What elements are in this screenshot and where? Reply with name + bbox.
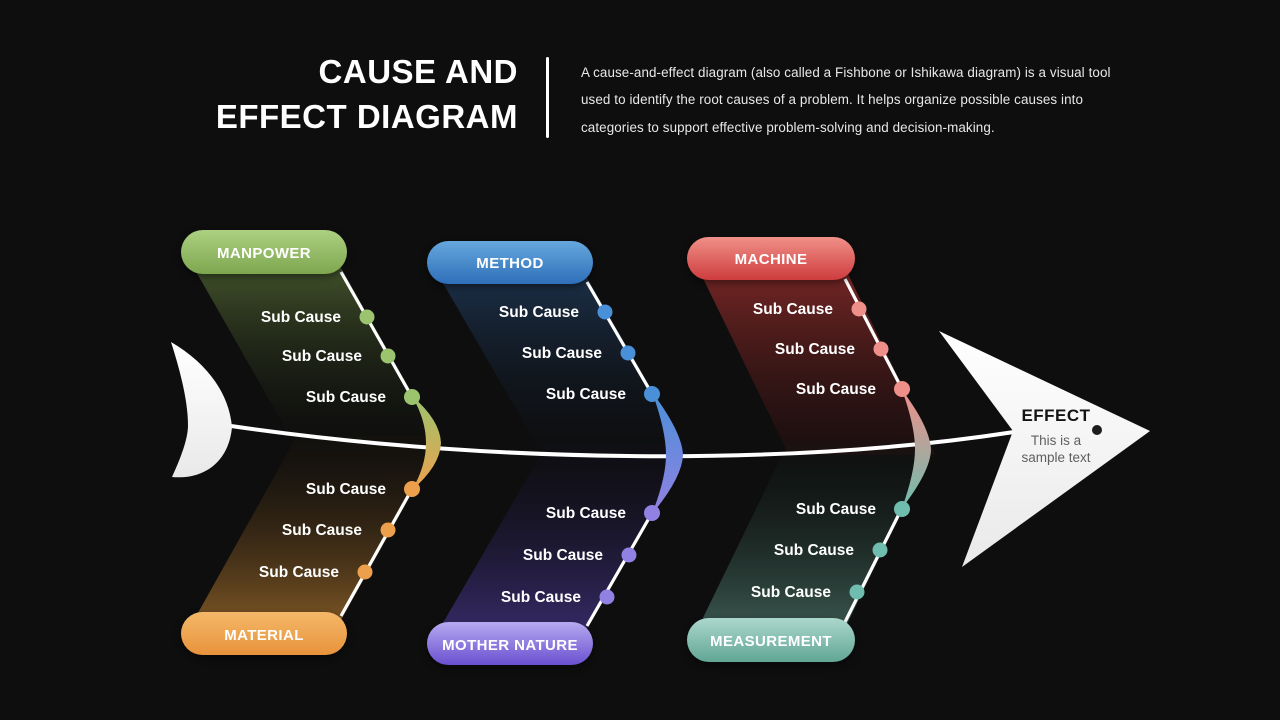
sub-cause-dot (894, 501, 910, 517)
machine-area (700, 272, 936, 455)
category-pill-material: MATERIAL (181, 612, 347, 655)
sub-cause-dot (620, 345, 636, 361)
machine-bone (843, 278, 904, 390)
sub-cause-dot (380, 348, 396, 364)
category-pill-label: MEASUREMENT (710, 633, 832, 650)
sub-cause-dot (849, 584, 865, 600)
sub-cause-label: Sub Cause (306, 481, 386, 498)
category-pill-method: METHOD (427, 241, 593, 284)
junction-connector-right (902, 390, 931, 508)
sub-cause-label: Sub Cause (499, 304, 579, 321)
sub-cause-dot (894, 381, 910, 397)
sub-cause-dot (851, 301, 867, 317)
measurement-sub-labels: Sub Cause Sub Cause Sub Cause (751, 501, 876, 601)
sub-cause-label: Sub Cause (306, 389, 386, 406)
sub-cause-dot (404, 481, 420, 497)
junction-connector-center (652, 392, 683, 514)
sub-cause-dot (404, 389, 420, 405)
mother-nature-area (440, 444, 694, 628)
sub-cause-label: Sub Cause (523, 547, 603, 564)
material-sub-labels: Sub Cause Sub Cause Sub Cause (259, 481, 386, 581)
category-pill-label: MATERIAL (224, 627, 304, 644)
measurement-area (700, 441, 936, 624)
category-pill-measurement: MEASUREMENT (687, 618, 855, 662)
sub-cause-label: Sub Cause (796, 381, 876, 398)
fish-tail (171, 342, 232, 478)
sub-cause-dot (644, 505, 660, 521)
material-dots (357, 481, 420, 580)
category-pill-mother-nature: MOTHER NATURE (427, 622, 593, 665)
page-title-line1: CAUSE AND (318, 53, 518, 90)
sub-cause-dot (644, 386, 660, 402)
sub-cause-label: Sub Cause (753, 301, 833, 318)
sub-cause-label: Sub Cause (259, 564, 339, 581)
material-area (194, 436, 444, 620)
manpower-bone (339, 271, 414, 398)
effect-note-line1: This is a (1031, 433, 1082, 448)
effect-note-line2: sample text (1021, 450, 1090, 465)
sub-cause-label: Sub Cause (775, 341, 855, 358)
method-bone (585, 281, 654, 395)
measurement-bone (843, 507, 904, 623)
sub-cause-label: Sub Cause (261, 309, 341, 326)
mother-nature-sub-labels: Sub Cause Sub Cause Sub Cause (501, 505, 626, 606)
sub-cause-dot (621, 547, 637, 563)
effect-label: EFFECT (1021, 406, 1090, 425)
category-pill-label: METHOD (476, 255, 543, 272)
sub-cause-label: Sub Cause (501, 589, 581, 606)
sub-cause-label: Sub Cause (774, 542, 854, 559)
method-area (440, 278, 694, 462)
mother-nature-dots (599, 505, 660, 605)
measurement-dots (849, 501, 910, 600)
method-sub-labels: Sub Cause Sub Cause Sub Cause (499, 304, 626, 403)
category-pill-label: MOTHER NATURE (442, 637, 578, 654)
sub-cause-dot (380, 522, 396, 538)
sub-cause-label: Sub Cause (546, 386, 626, 403)
sub-cause-dot (873, 341, 889, 357)
junction-connector-left (412, 396, 441, 490)
sub-cause-dot (597, 304, 613, 320)
fish-head (939, 331, 1150, 567)
category-pill-label: MANPOWER (217, 245, 311, 262)
category-pill-machine: MACHINE (687, 237, 855, 280)
sub-cause-label: Sub Cause (522, 345, 602, 362)
method-dots (597, 304, 660, 402)
sub-cause-dot (359, 309, 375, 325)
page-title-line2: EFFECT DIAGRAM (215, 98, 518, 135)
sub-cause-dot (357, 564, 373, 580)
mother-nature-bone (585, 512, 654, 627)
title-divider (546, 57, 549, 138)
material-bone (339, 488, 414, 617)
machine-sub-labels: Sub Cause Sub Cause Sub Cause (753, 301, 876, 398)
machine-dots (851, 301, 910, 397)
sub-cause-label: Sub Cause (282, 522, 362, 539)
description-text: A cause-and-effect diagram (also called … (581, 65, 1111, 135)
spine-line (229, 424, 1016, 459)
page-title: CAUSE AND EFFECT DIAGRAM (60, 49, 518, 139)
category-pill-manpower: MANPOWER (181, 230, 347, 274)
manpower-dots (359, 309, 420, 405)
sub-cause-label: Sub Cause (282, 348, 362, 365)
category-pill-label: MACHINE (735, 251, 808, 268)
sub-cause-label: Sub Cause (796, 501, 876, 518)
sub-cause-dot (599, 589, 615, 605)
fish-eye (1092, 425, 1102, 435)
sub-cause-label: Sub Cause (751, 584, 831, 601)
sub-cause-label: Sub Cause (546, 505, 626, 522)
manpower-sub-labels: Sub Cause Sub Cause Sub Cause (261, 309, 386, 406)
manpower-area (194, 268, 446, 452)
sub-cause-dot (872, 542, 888, 558)
